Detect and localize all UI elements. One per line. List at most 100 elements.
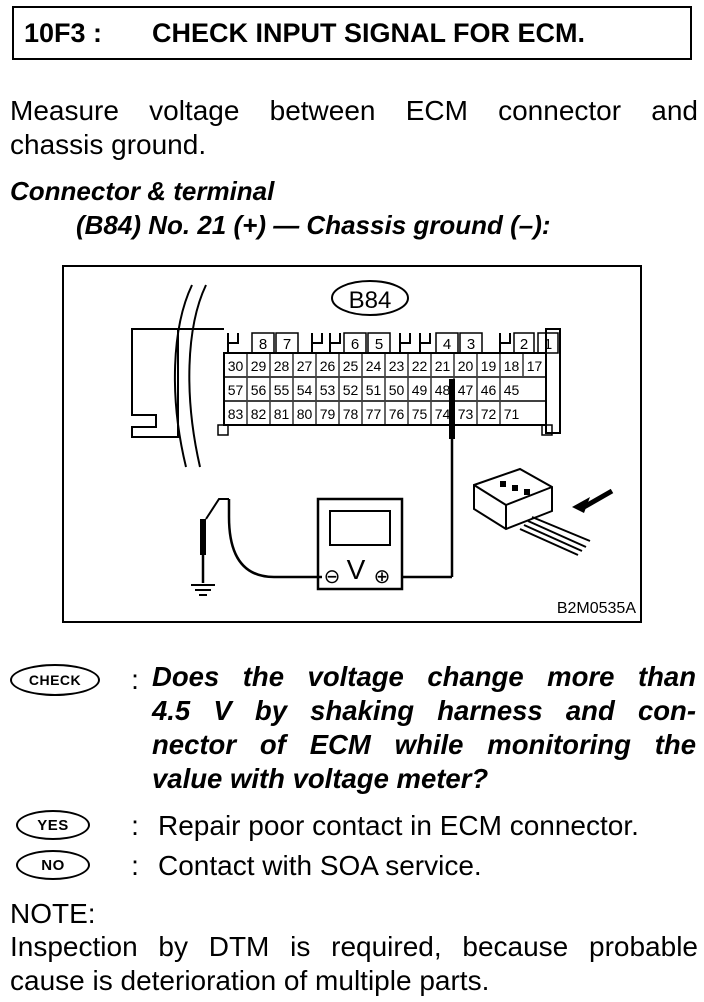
pin-52: 52 bbox=[343, 382, 359, 398]
plus-terminal: ⊕ bbox=[374, 566, 391, 588]
top-pin-2: 2 bbox=[520, 336, 528, 353]
pin-54: 54 bbox=[297, 382, 313, 398]
pin-57: 57 bbox=[228, 382, 244, 398]
pin-19: 19 bbox=[481, 358, 497, 374]
no-colon: : bbox=[131, 850, 139, 881]
voltmeter-display bbox=[329, 510, 391, 546]
pin-71: 71 bbox=[504, 406, 520, 422]
pin-30: 30 bbox=[228, 358, 244, 374]
pin-56: 56 bbox=[251, 382, 267, 398]
top-pin-3: 3 bbox=[467, 336, 475, 353]
figure-code: B2M0535A bbox=[557, 600, 636, 617]
pin-47: 47 bbox=[458, 382, 474, 398]
step-code: 10F3 : bbox=[24, 17, 103, 48]
pin-79: 79 bbox=[320, 406, 336, 422]
pin-77: 77 bbox=[366, 406, 382, 422]
top-pin-box-3 bbox=[459, 332, 483, 354]
yes-badge: YES bbox=[16, 810, 90, 840]
top-pin-4: 4 bbox=[443, 336, 451, 353]
pin-74: 74 bbox=[435, 406, 451, 422]
pin-row-1: 30 29 28 27 26 25 24 23 22 21 20 19 18 17 bbox=[228, 354, 543, 376]
top-pin-box-4 bbox=[435, 332, 459, 354]
harness-curve-1 bbox=[173, 284, 193, 468]
pin-28: 28 bbox=[274, 358, 290, 374]
no-text: Contact with SOA service. bbox=[158, 850, 482, 881]
pin-27: 27 bbox=[297, 358, 313, 374]
note-label: NOTE: bbox=[10, 898, 96, 929]
connector-title: Connector & terminal bbox=[10, 176, 275, 206]
step-header: 10F3 : CHECK INPUT SIGNAL FOR ECM. bbox=[12, 6, 692, 60]
pin-46: 46 bbox=[481, 382, 497, 398]
check-colon: : bbox=[131, 664, 139, 695]
pin-45: 45 bbox=[504, 382, 520, 398]
no-badge: NO bbox=[16, 850, 90, 880]
pin-82: 82 bbox=[251, 406, 267, 422]
pin-53: 53 bbox=[320, 382, 336, 398]
note-text: Inspection by DTM is required, because p… bbox=[10, 930, 698, 998]
yes-colon: : bbox=[131, 810, 139, 841]
negative-probe bbox=[200, 519, 206, 555]
voltmeter-label: V bbox=[347, 554, 366, 585]
top-pin-box-5 bbox=[367, 332, 391, 354]
top-pin-7: 7 bbox=[283, 336, 291, 353]
pin-18: 18 bbox=[504, 358, 520, 374]
top-pin-box-1 bbox=[537, 332, 559, 354]
pin-55: 55 bbox=[274, 382, 290, 398]
top-pin-5: 5 bbox=[375, 336, 383, 353]
pin-26: 26 bbox=[320, 358, 336, 374]
note-line-1: Inspection by DTM is required, because p… bbox=[10, 931, 698, 962]
pin-48: 48 bbox=[435, 382, 451, 398]
pin-22: 22 bbox=[412, 358, 428, 374]
pin-17: 17 bbox=[527, 358, 543, 374]
top-pin-6: 6 bbox=[351, 336, 359, 353]
pin-51: 51 bbox=[366, 382, 382, 398]
pin-76: 76 bbox=[389, 406, 405, 422]
pin-72: 72 bbox=[481, 406, 497, 422]
pin-23: 23 bbox=[389, 358, 405, 374]
pin-25: 25 bbox=[343, 358, 359, 374]
connector-sketch-icon bbox=[473, 467, 614, 556]
yes-row: YES : Repair poor contact in ECM connect… bbox=[10, 810, 639, 842]
no-row: NO : Contact with SOA service. bbox=[10, 850, 482, 882]
connector-label-oval bbox=[331, 280, 409, 316]
top-pin-1: 1 bbox=[544, 336, 552, 353]
yes-text: Repair poor contact in ECM connector. bbox=[158, 810, 639, 841]
top-pin-box-8 bbox=[251, 332, 275, 354]
pin-21: 21 bbox=[435, 358, 451, 374]
pin-20: 20 bbox=[458, 358, 474, 374]
pin-50: 50 bbox=[389, 382, 405, 398]
pin-80: 80 bbox=[297, 406, 313, 422]
instruction-line-2: chassis ground. bbox=[10, 129, 207, 160]
check-question-line-3: nector of ECM while monitoring the bbox=[152, 729, 696, 760]
top-pin-8: 8 bbox=[259, 336, 267, 353]
pin-81: 81 bbox=[274, 406, 290, 422]
top-pin-box-6 bbox=[343, 332, 367, 354]
connector-subtitle: (B84) No. 21 (+) — Chassis ground (–): bbox=[76, 210, 551, 240]
pin-75: 75 bbox=[412, 406, 428, 422]
instruction-line-1: Measure voltage between ECM connector an… bbox=[10, 95, 698, 126]
step-title: CHECK INPUT SIGNAL FOR ECM. bbox=[152, 17, 586, 48]
check-question-line-4: value with voltage meter? bbox=[152, 763, 489, 794]
check-row: CHECK : bbox=[10, 664, 150, 696]
connector-label: B84 bbox=[349, 287, 392, 314]
check-badge: CHECK bbox=[10, 664, 100, 696]
pin-49: 49 bbox=[412, 382, 428, 398]
harness-curve-2 bbox=[188, 284, 207, 468]
pin-78: 78 bbox=[343, 406, 359, 422]
top-pin-box-7 bbox=[275, 332, 299, 354]
pin-83: 83 bbox=[228, 406, 244, 422]
connector-left-latch bbox=[131, 328, 179, 438]
pin-24: 24 bbox=[366, 358, 382, 374]
connector-right-latch bbox=[545, 328, 561, 434]
note-line-2: cause is deterioration of multiple parts… bbox=[10, 965, 490, 996]
top-pin-box-2 bbox=[513, 332, 535, 354]
positive-probe bbox=[449, 379, 455, 439]
pin-row-2: 57 56 55 54 53 52 51 50 49 48 47 46 45 bbox=[228, 378, 520, 400]
pin-73: 73 bbox=[458, 406, 474, 422]
pin-row-3: 83 82 81 80 79 78 77 76 75 74 73 72 71 bbox=[228, 402, 520, 424]
pin-29: 29 bbox=[251, 358, 267, 374]
check-question: Does the voltage change more than 4.5 V … bbox=[152, 660, 696, 796]
